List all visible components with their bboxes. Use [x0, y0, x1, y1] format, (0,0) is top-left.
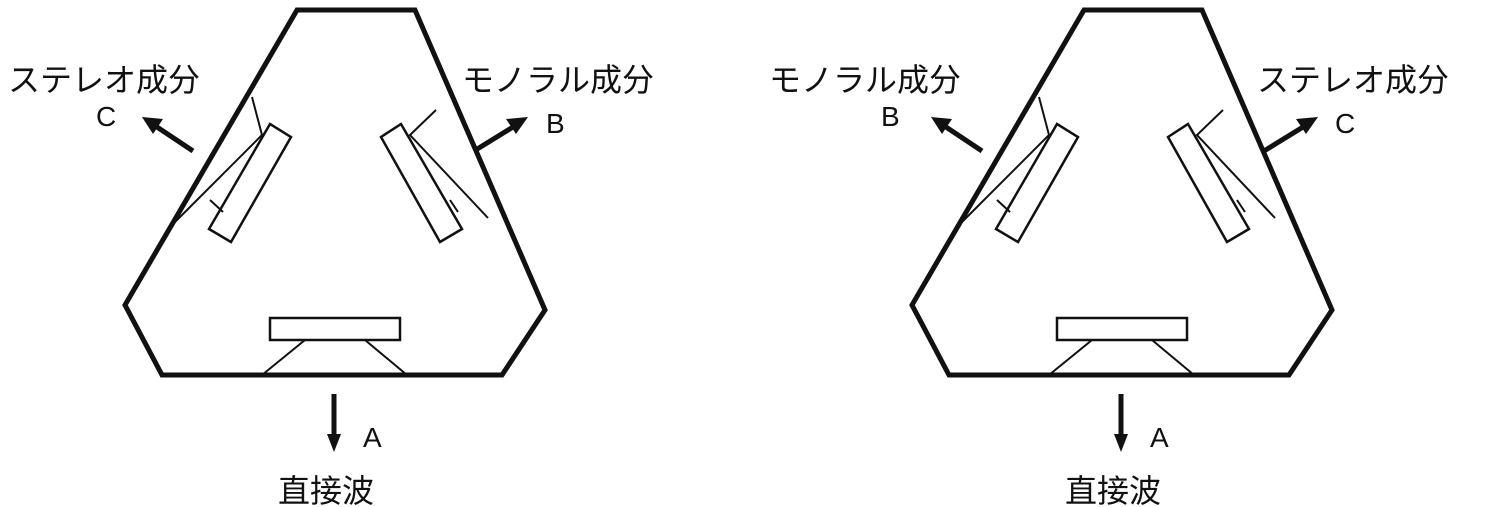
label-bottom-component: 直接波 — [278, 472, 374, 507]
label-bottom-letter: A — [1150, 422, 1169, 453]
label-upper-left-letter: C — [96, 101, 116, 132]
label-upper-right-component: モノラル成分 — [462, 61, 654, 99]
label-upper-left-component: ステレオ成分 — [8, 61, 200, 99]
arrow-c-right — [1262, 117, 1318, 154]
label-upper-left-component: モノラル成分 — [769, 61, 961, 99]
arrow-c-left — [142, 117, 195, 154]
label-bottom-letter: A — [363, 422, 382, 453]
label-upper-right-letter: B — [546, 108, 565, 139]
label-upper-left-letter: B — [881, 101, 900, 132]
arrow-a-down — [1114, 394, 1128, 452]
diagram-1: ステレオ成分 C モノラル成分 B A 直接波 — [8, 10, 654, 507]
arrow-a-down — [327, 394, 341, 452]
arrow-b-right — [472, 117, 528, 154]
label-upper-right-letter: C — [1335, 108, 1355, 139]
arrow-b-left — [931, 117, 984, 154]
label-upper-right-component: ステレオ成分 — [1257, 61, 1449, 99]
label-bottom-component: 直接波 — [1065, 472, 1161, 507]
diagram-2: モノラル成分 B ステレオ成分 C A 直接波 — [769, 10, 1449, 507]
